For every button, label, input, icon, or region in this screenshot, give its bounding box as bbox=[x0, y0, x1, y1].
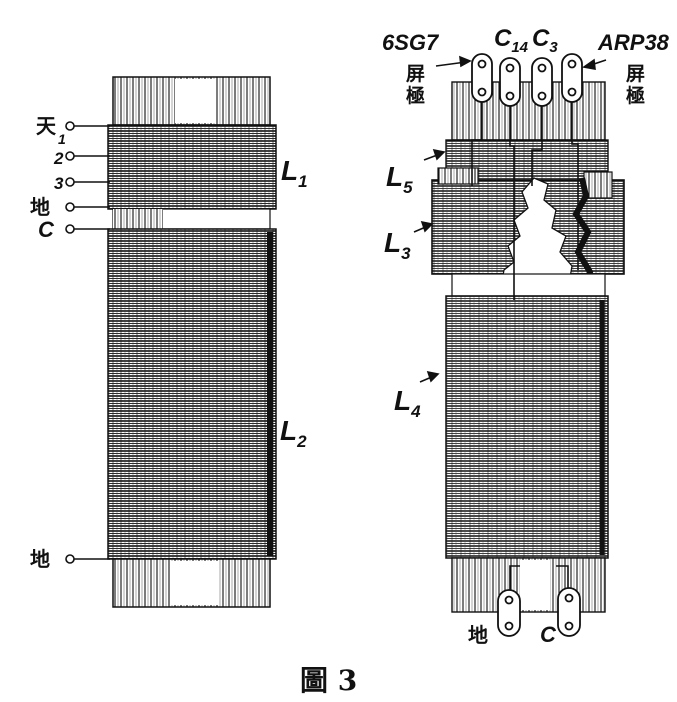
right-winding-l3-cap bbox=[437, 167, 479, 185]
right-arrows bbox=[413, 55, 607, 383]
lug-c3 bbox=[531, 57, 553, 107]
terminal-c bbox=[65, 224, 75, 234]
left-winding-l1 bbox=[107, 124, 277, 210]
figure-caption: 圖 3 bbox=[300, 664, 357, 697]
terminal-1 bbox=[65, 151, 75, 161]
lug-c-bottom bbox=[557, 587, 581, 637]
label-c: C bbox=[38, 217, 55, 242]
label-c-bottom-right: C bbox=[540, 622, 557, 647]
arrow-l5-icon bbox=[432, 148, 446, 161]
lug-ground-bottom bbox=[497, 589, 521, 637]
label-ground-bottom-right: 地 bbox=[468, 623, 488, 647]
right-former-gap bbox=[451, 273, 606, 297]
left-former-bottom-highlight bbox=[170, 561, 218, 605]
terminal-ground-top bbox=[65, 202, 75, 212]
arrow-l4-icon bbox=[426, 370, 440, 383]
label-terminal-2: 2 bbox=[53, 149, 64, 168]
terminal-2-3 bbox=[65, 177, 75, 187]
right-top-lugs bbox=[471, 53, 583, 107]
label-plate-right-1: 屏 bbox=[626, 63, 645, 85]
arrow-arp38-icon bbox=[581, 58, 596, 70]
label-ground-bottom: 地 bbox=[30, 547, 50, 571]
label-l1: L1 bbox=[281, 155, 308, 191]
right-bottom-lugs bbox=[497, 587, 581, 637]
arrow-l3-icon bbox=[420, 220, 434, 233]
label-l3: L3 bbox=[384, 227, 411, 263]
right-coil: 6SG7 C14 C3 ARP38 屏 極 屏 極 L5 L3 L4 地 C bbox=[382, 25, 670, 647]
label-l2: L2 bbox=[280, 415, 307, 451]
left-former-top-highlight bbox=[175, 79, 215, 123]
label-c3: C3 bbox=[532, 25, 558, 56]
lug-6sg7-plate bbox=[471, 53, 493, 103]
label-plate-left-1: 屏 bbox=[406, 63, 425, 85]
label-c14: C14 bbox=[494, 25, 529, 56]
label-l4: L4 bbox=[394, 385, 421, 421]
lug-arp38-plate bbox=[561, 53, 583, 103]
label-plate-left-2: 極 bbox=[406, 84, 425, 107]
label-ground-top: 地 bbox=[30, 195, 50, 219]
left-winding-l2 bbox=[107, 228, 277, 560]
lug-c14 bbox=[499, 57, 521, 107]
label-l5: L5 bbox=[386, 161, 413, 197]
left-former-gap-shade bbox=[113, 209, 163, 229]
arrow-6sg7-icon bbox=[459, 55, 472, 68]
right-lead-wires bbox=[471, 98, 579, 598]
terminal-ground-bottom bbox=[65, 554, 75, 564]
label-arp38: ARP38 bbox=[597, 30, 670, 55]
right-former-bottom-highlight bbox=[520, 560, 550, 610]
right-cutaway-edge bbox=[572, 177, 594, 291]
label-terminal-1: 1 bbox=[58, 131, 66, 147]
terminal-antenna bbox=[65, 121, 75, 131]
label-antenna: 天 bbox=[36, 114, 57, 138]
left-terminals bbox=[65, 121, 110, 564]
label-6sg7: 6SG7 bbox=[382, 30, 440, 55]
left-coil: 天 1 2 3 地 C 地 L1 L2 bbox=[30, 76, 308, 608]
right-winding-l4 bbox=[445, 295, 609, 559]
label-terminal-3: 3 bbox=[54, 174, 64, 193]
label-plate-right-2: 極 bbox=[626, 84, 645, 107]
